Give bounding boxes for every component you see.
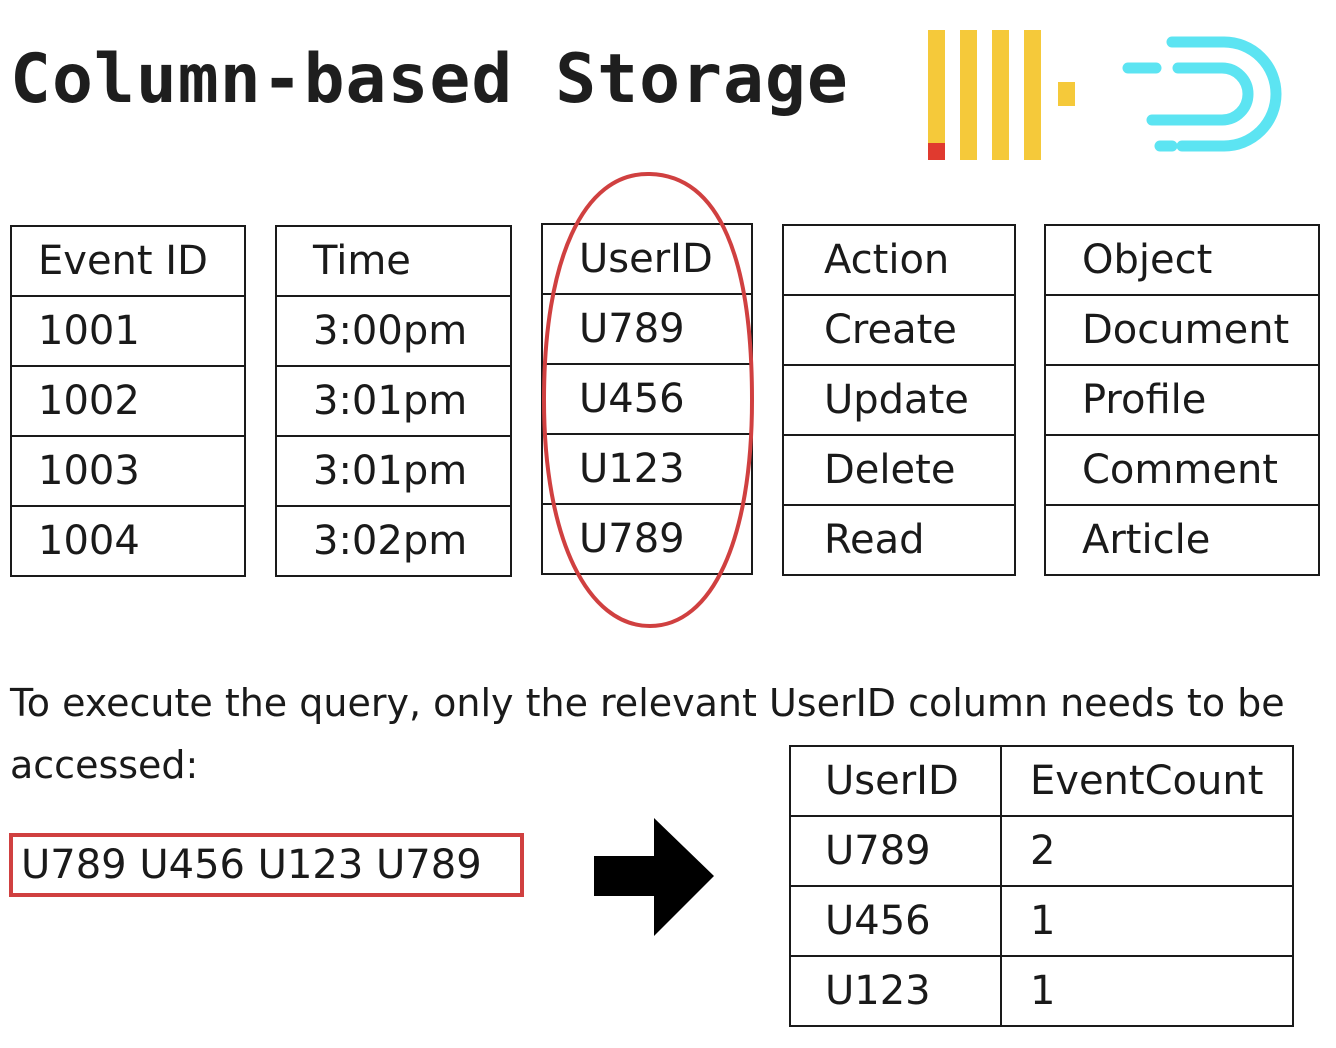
column-header: Object [1045,225,1319,296]
column-header: Action [783,225,1015,296]
column-cell: U789 [579,516,685,562]
column-header: Event ID [11,226,245,297]
table-header-row: UserID EventCount [789,745,1294,817]
table-cell: U456 [789,885,1002,957]
table-header: UserID [789,745,1002,817]
action-column: Action Create Update Delete Read [782,224,1016,576]
column-cell: Article [1082,517,1211,563]
speed-d-logo-icon [1122,36,1282,152]
column-cell: 3:01pm [276,436,511,507]
event-id-column: Event ID 1001 1002 1003 1004 [10,225,246,577]
userid-stream: U789 U456 U123 U789 [9,833,524,897]
column-cell: Comment [1045,435,1319,506]
query-caption: To execute the query, only the relevant … [10,681,1285,787]
column-cell: 1002 [11,366,245,437]
table-cell: 2 [1000,815,1294,887]
table-header: EventCount [1000,745,1294,817]
table-cell: U123 [789,955,1002,1027]
object-column: Object Document Profile Comment Article [1044,224,1320,576]
page-title: Column-based Storage [10,40,849,119]
column-cell: U456 [542,364,752,435]
column-cell: Create [783,295,1015,366]
table-cell: 1 [1000,885,1294,957]
column-cell: Update [783,365,1015,436]
table-cell: 1 [1000,955,1294,1027]
column-cell: 3:02pm [313,518,468,564]
column-header: Time [276,226,511,297]
column-header: UserID [542,224,752,295]
table-row: U789 2 [789,815,1294,887]
event-count-table: UserID EventCount U789 2 U456 1 U123 1 [789,745,1294,1027]
arrow-right-icon [594,818,714,936]
table-row: U456 1 [789,885,1294,957]
column-cell: Profile [1045,365,1319,436]
columnar-logo-icon [928,30,1075,160]
column-cell: 1004 [38,518,140,564]
time-column: Time 3:00pm 3:01pm 3:01pm 3:02pm [275,225,512,577]
column-cell: U123 [542,434,752,505]
column-cell: 3:01pm [276,366,511,437]
column-cell: Document [1045,295,1319,366]
table-row: U123 1 [789,955,1294,1027]
column-cell: U789 [542,294,752,365]
column-cell: 1001 [11,296,245,367]
column-cell: 3:00pm [276,296,511,367]
column-cell: Delete [783,435,1015,506]
column-cell: Read [824,517,925,563]
table-cell: U789 [789,815,1002,887]
column-cell: 1003 [11,436,245,507]
userid-column: UserID U789 U456 U123 U789 [541,223,753,575]
